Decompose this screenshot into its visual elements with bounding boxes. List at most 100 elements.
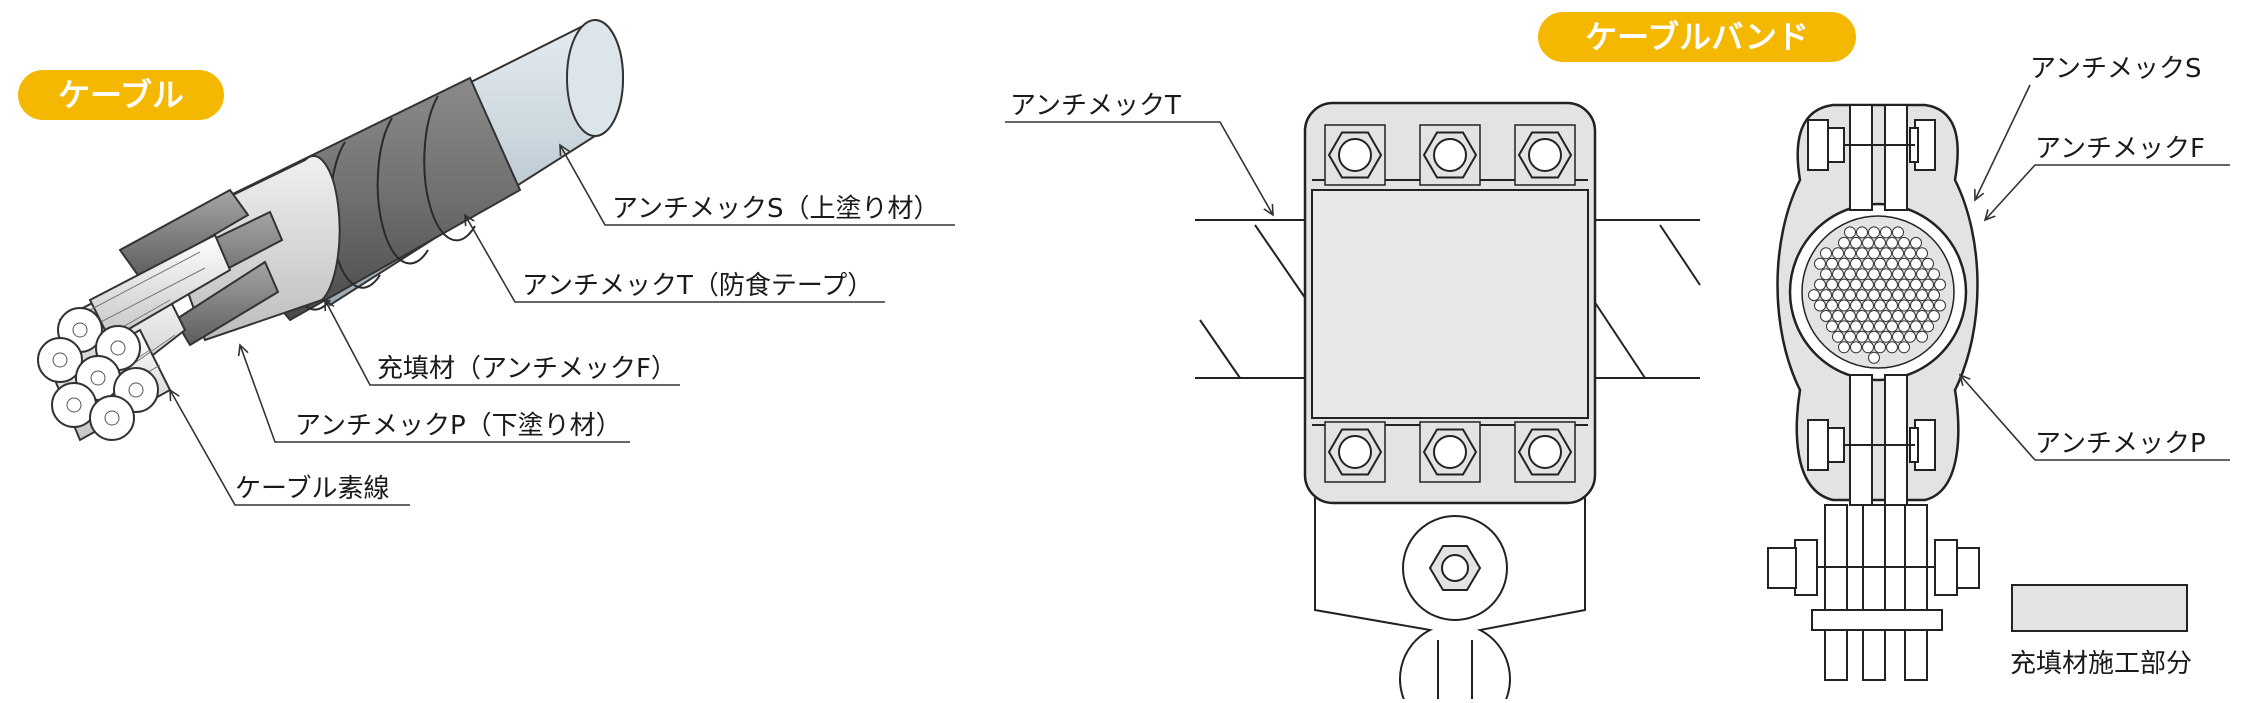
cable-wire <box>1838 236 1850 249</box>
cable-wire <box>1886 320 1898 333</box>
cable-wire <box>1862 236 1874 249</box>
cable-wire <box>1826 257 1838 270</box>
band-cable-lines <box>1195 219 1701 379</box>
cable-wire <box>1808 289 1820 302</box>
cable-wire <box>1880 289 1892 302</box>
cable-wire <box>1898 257 1910 270</box>
cable-wire <box>1922 320 1934 333</box>
cable-wire <box>1892 268 1904 281</box>
strand-wire-dots <box>52 322 144 426</box>
cable-wire <box>1832 310 1844 322</box>
cable-wire <box>1838 341 1850 354</box>
cable-wire <box>1880 226 1892 239</box>
cable-wire <box>1868 330 1880 343</box>
cable-wire <box>1856 226 1868 239</box>
cable-wire <box>1910 257 1922 270</box>
cable-wire <box>1898 341 1910 354</box>
cable-wire <box>1862 278 1874 291</box>
band-cross-section <box>1767 103 1980 681</box>
cable-wire <box>1898 299 1910 312</box>
cable-wire <box>1910 320 1922 333</box>
cable-wire <box>1886 236 1898 249</box>
cable-wire <box>1886 299 1898 312</box>
cable-wire <box>1916 268 1928 281</box>
cable-wire <box>1868 310 1880 322</box>
leader-strand <box>170 390 410 506</box>
cable-end-cap <box>566 19 624 137</box>
cable-wire <box>1922 257 1934 270</box>
cable-wire <box>1820 247 1832 260</box>
cable-wire <box>1904 330 1916 343</box>
label-band-tape: アンチメックT <box>1010 91 1181 121</box>
cable-wire <box>1910 236 1922 249</box>
bolt-head <box>1528 138 1562 172</box>
cable-wire <box>1820 310 1832 322</box>
cable-wire <box>1826 278 1838 291</box>
label-primer: アンチメックP（下塗り材） <box>295 411 622 441</box>
cable-wire <box>1844 289 1856 302</box>
band-bolts <box>1324 124 1576 483</box>
cable-wire <box>1850 320 1862 333</box>
cable-wire <box>1928 289 1940 302</box>
cable-wire <box>1904 289 1916 302</box>
label-cross-filler: アンチメックF <box>2035 134 2205 164</box>
bolt-head <box>1433 138 1467 172</box>
cable-wire <box>1916 247 1928 260</box>
cable-wire <box>1898 320 1910 333</box>
cable-wire <box>1856 330 1868 343</box>
cable-wire <box>1904 268 1916 281</box>
cable-wire <box>1862 257 1874 270</box>
cable-wire <box>1868 247 1880 260</box>
cable-wire <box>1844 247 1856 260</box>
cable-wire <box>1874 341 1886 354</box>
cross-label-texts: アンチメックS アンチメックF アンチメックP <box>2030 54 2206 459</box>
cable-wire <box>1880 310 1892 322</box>
cable-wire <box>1856 289 1868 302</box>
bolt-head <box>1338 435 1372 469</box>
bolt-head <box>1338 138 1372 172</box>
cable-wire <box>1850 299 1862 312</box>
cable-wire <box>1886 278 1898 291</box>
cable-wire <box>1868 268 1880 281</box>
cross-center-plates <box>1849 104 1908 506</box>
cable-wire <box>1838 257 1850 270</box>
cable-wire <box>1820 289 1832 302</box>
label-cross-primer: アンチメックP <box>2035 429 2206 459</box>
leader-band-tape <box>1005 121 1273 215</box>
legend-label: 充填材施工部分 <box>2010 649 2192 679</box>
cable-wire <box>1904 247 1916 260</box>
band-tape-wrap <box>1311 189 1589 419</box>
bolt-head <box>1433 435 1467 469</box>
cable-label-texts: アンチメックS（上塗り材） アンチメックT（防食テープ） 充填材（アンチメックF… <box>235 194 939 504</box>
cable-wire <box>1898 236 1910 249</box>
cable-wire <box>1832 330 1844 343</box>
strand-ends <box>37 307 159 441</box>
cable-wire <box>1874 257 1886 270</box>
label-filler: 充填材（アンチメックF） <box>377 354 677 384</box>
cable-wire <box>1850 236 1862 249</box>
cable-wire <box>1874 299 1886 312</box>
cable-wire <box>1856 310 1868 322</box>
leader-primer <box>240 345 630 443</box>
cable-wire <box>1916 330 1928 343</box>
cable-wire <box>1934 278 1946 291</box>
cable-wire <box>1928 268 1940 281</box>
cable-wire <box>1922 278 1934 291</box>
cable-wire <box>1856 268 1868 281</box>
cable-wire <box>1898 278 1910 291</box>
cross-leaders <box>1960 84 2230 461</box>
cable-wire <box>1868 289 1880 302</box>
cable-wire <box>1880 330 1892 343</box>
cable-leaders <box>170 145 955 506</box>
cable-wire <box>1838 299 1850 312</box>
cable-wire <box>1880 268 1892 281</box>
leader-filler <box>325 300 680 386</box>
legend-swatch <box>2011 584 2188 632</box>
cable-wire <box>1892 289 1904 302</box>
cable-wire <box>1820 268 1832 281</box>
cable-wire <box>1886 257 1898 270</box>
cable-wire <box>1850 278 1862 291</box>
cross-side-bolts <box>1807 119 1936 471</box>
badge-cable-band: ケーブルバンド <box>1538 12 1856 62</box>
